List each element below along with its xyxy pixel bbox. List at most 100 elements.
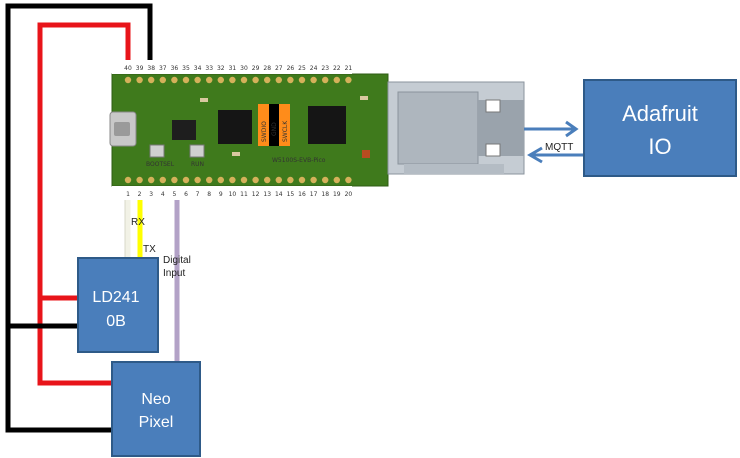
bottom-pin-number: 3	[149, 191, 153, 198]
top-pin-number: 40	[124, 65, 132, 72]
top-pin-number: 29	[252, 65, 260, 72]
bottom-pin-pad	[264, 176, 271, 184]
bottom-pin-number: 8	[207, 191, 211, 198]
digital-label-line1: Digital	[163, 255, 191, 266]
bottom-pin-pad	[136, 176, 143, 184]
swdio-label: SWDIO	[261, 121, 268, 142]
top-pin-number: 25	[298, 65, 306, 72]
top-pin-number: 27	[275, 65, 283, 72]
bottom-pin-number: 4	[161, 191, 165, 198]
top-pin-pad	[345, 76, 352, 84]
bottom-pin-number: 7	[196, 191, 200, 198]
top-pin-number: 38	[147, 65, 155, 72]
top-pin-pad	[182, 76, 190, 84]
bottom-pin-number: 20	[345, 191, 353, 198]
bottom-pin-number: 17	[310, 191, 318, 198]
bottom-pin-pad	[345, 176, 352, 184]
bottom-pin-pad	[206, 176, 213, 184]
neopixel-box: Neo Pixel	[111, 361, 201, 457]
bootsel-button	[149, 144, 165, 158]
top-pin-pad	[333, 76, 340, 84]
bottom-pin-number: 5	[172, 191, 176, 198]
top-pin-pad	[148, 76, 155, 84]
bottom-pin-number: 19	[333, 191, 341, 198]
top-pin-pad	[194, 76, 201, 84]
top-pin-pad	[171, 76, 178, 84]
top-pin-pad	[159, 76, 166, 84]
bottom-pin-row	[124, 176, 352, 184]
neo-line1: Neo	[141, 391, 170, 408]
bottom-pin-pad	[148, 176, 155, 184]
bottom-pin-number: 12	[252, 191, 260, 198]
top-pin-row	[124, 76, 352, 84]
neo-line2: Pixel	[139, 414, 174, 431]
bottom-pin-number: 13	[263, 191, 271, 198]
red-wire	[37, 22, 131, 301]
bottom-pin-number: 16	[298, 191, 306, 198]
ld2410b-box: LD241 0B	[77, 257, 159, 353]
top-pin-pad	[322, 76, 329, 84]
bottom-pin-number: 2	[138, 191, 142, 198]
top-pin-number: 39	[136, 65, 144, 72]
bottom-pin-number: 15	[287, 191, 295, 198]
bottom-pin-number: 18	[321, 191, 329, 198]
top-pin-number: 26	[287, 65, 295, 72]
black-wire	[5, 3, 153, 329]
top-pin-number: 30	[240, 65, 248, 72]
bottom-pin-number: 1	[126, 191, 130, 198]
top-pin-pad	[124, 76, 132, 84]
bottom-pin-pad	[194, 176, 201, 184]
adafruit-io-box: Adafruit IO	[583, 79, 737, 177]
bottom-pin-number: 10	[229, 191, 237, 198]
gnd-label: GND	[271, 122, 278, 136]
top-pin-number: 22	[333, 65, 341, 72]
bottom-pin-pad	[159, 176, 166, 184]
ld-line2: 0B	[106, 313, 126, 330]
top-pin-number: 36	[171, 65, 179, 72]
top-pin-pad	[287, 76, 294, 84]
top-pin-pad	[264, 76, 271, 84]
top-pin-number: 34	[194, 65, 202, 72]
bottom-pin-pad	[124, 176, 132, 184]
board-label: W5100S-EVB-Pico	[272, 157, 326, 164]
bottom-pin-pad	[275, 176, 282, 184]
rx-label: RX	[131, 217, 145, 228]
bottom-pin-pad	[252, 176, 259, 184]
bottom-pin-number: 6	[184, 191, 188, 198]
top-pin-number: 31	[229, 65, 237, 72]
power-wires	[5, 3, 153, 433]
top-pin-pad	[217, 76, 224, 84]
top-pin-number: 35	[182, 65, 190, 72]
bottom-pin-pad	[287, 176, 294, 184]
swclk-label: SWCLK	[282, 120, 289, 142]
digital-label-line2: Input	[163, 268, 185, 279]
top-pin-number: 37	[159, 65, 167, 72]
rp2040-chip	[218, 110, 252, 144]
top-pin-number: 32	[217, 65, 225, 72]
mqtt-label: MQTT	[545, 142, 573, 153]
mqtt-arrows: MQTT	[524, 120, 584, 164]
adafruit-line2: IO	[648, 134, 671, 159]
bottom-pin-pad	[333, 176, 340, 184]
bottom-pin-number: 11	[240, 191, 248, 198]
top-pin-number: 28	[263, 65, 271, 72]
bottom-pin-pad	[171, 176, 178, 184]
top-pin-pad	[275, 76, 282, 84]
ld-line1: LD241	[92, 289, 139, 306]
bottom-pin-pad	[310, 176, 317, 184]
top-pin-number: 21	[345, 65, 353, 72]
bottom-pin-pad	[322, 176, 329, 184]
top-pin-number: 23	[321, 65, 329, 72]
top-pin-pad	[310, 76, 317, 84]
bootsel-label: BOOTSEL	[146, 161, 175, 168]
bottom-pin-pad	[240, 176, 248, 184]
top-pin-pad	[136, 76, 143, 84]
top-pin-pad	[298, 76, 306, 84]
bottom-pin-pad	[182, 176, 190, 184]
bottom-pin-pad	[229, 176, 236, 184]
top-pin-pad	[229, 76, 236, 84]
run-button	[189, 144, 205, 158]
